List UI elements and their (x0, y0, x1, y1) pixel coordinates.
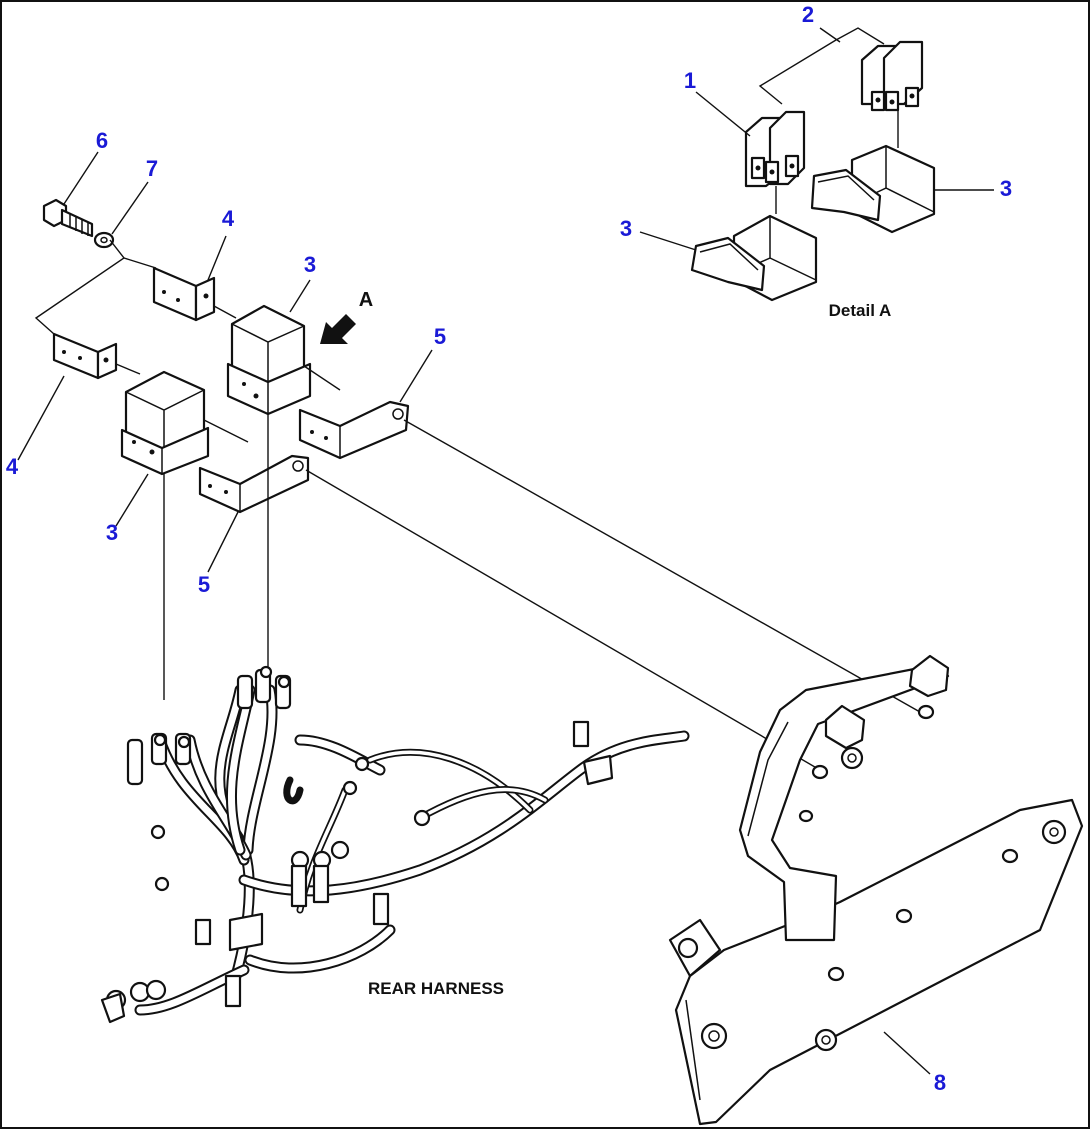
callout-5-upper: 5 (434, 324, 446, 349)
view-arrow-label: A (359, 289, 373, 311)
rear-harness-label: REAR HARNESS (368, 979, 504, 998)
detail-a-group (690, 27, 936, 302)
mounting-plate-8 (668, 654, 1084, 1126)
callout-3-lower: 3 (106, 520, 118, 545)
view-arrow-a (320, 314, 356, 344)
callout-8: 8 (934, 1070, 946, 1095)
fuse-pair-upper (860, 40, 924, 112)
callout-7: 7 (146, 156, 158, 181)
bolt-and-washer (42, 198, 115, 249)
callout-3-detail-right: 3 (1000, 176, 1012, 201)
fuse-pair-lower (744, 110, 806, 188)
callout-3-detail-left: 3 (620, 216, 632, 241)
callout-4-lower: 4 (6, 454, 19, 479)
rear-harness (100, 665, 690, 1024)
callout-leaders (17, 27, 994, 1075)
callout-5-lower: 5 (198, 572, 210, 597)
callout-3-upper: 3 (304, 252, 316, 277)
relay-socket-left (690, 214, 818, 302)
callout-2: 2 (802, 2, 814, 27)
assembly-lines (34, 239, 921, 771)
callout-numbers: 1 2 3 3 3 3 4 4 5 5 6 7 8 (6, 2, 1012, 1095)
callout-1: 1 (684, 68, 696, 93)
relay-socket-right (810, 144, 936, 234)
callout-6: 6 (96, 128, 108, 153)
detail-a-label: Detail A (829, 301, 892, 320)
bracket-5-upper (298, 400, 410, 460)
relay-3-upper (226, 304, 312, 416)
callout-4-upper: 4 (222, 206, 235, 231)
bracket-5-lower (198, 454, 310, 514)
bracket-4-upper (152, 266, 216, 322)
bracket-4-lower (52, 332, 118, 380)
relay-3-lower (120, 370, 210, 476)
